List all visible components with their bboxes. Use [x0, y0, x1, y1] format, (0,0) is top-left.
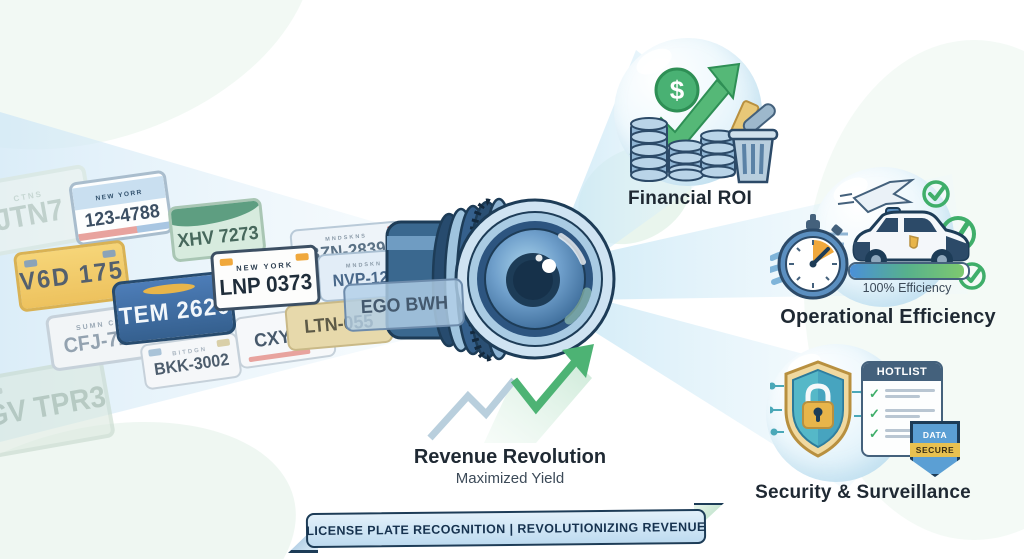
efficiency-progress-fill: [850, 264, 965, 278]
license-plate-ego-bwh: EGO BWH: [342, 277, 466, 333]
efficiency-progress-text: 100% Efficiency: [862, 281, 952, 295]
operational-efficiency-label: Operational Efficiency: [780, 306, 996, 328]
hotlist-title: HOTLIST: [863, 363, 941, 381]
trash-bin-icon: [727, 100, 779, 184]
hotlist-row-lines: [884, 386, 935, 401]
airplane-icon: [837, 178, 916, 214]
plate-tab: [148, 348, 162, 357]
hotlist-row: ✓: [863, 381, 941, 401]
license-plate-lnp-0373: NEW YORK LNP 0373: [210, 244, 321, 312]
hotlist-row: ✓: [863, 401, 941, 421]
security-surveillance-label: Security & Surveillance: [755, 482, 971, 503]
plate-tab: [295, 252, 309, 261]
plate-sticker: [0, 387, 3, 399]
revenue-revolution-title: Revenue Revolution: [413, 446, 607, 468]
hotlist-row-lines: [884, 406, 935, 421]
title-banner: LICENSE PLATE RECOGNITION | REVOLUTIONIZ…: [305, 508, 707, 549]
plate-tab: [216, 338, 231, 348]
maximized-yield-subtitle: Maximized Yield: [455, 470, 565, 487]
financial-roi-icon: $: [629, 62, 779, 184]
check-icon: ✓: [869, 386, 880, 401]
dollar-icon: $: [670, 75, 685, 105]
plate-tab: [219, 258, 234, 267]
financial-roi-label: Financial ROI: [627, 188, 752, 209]
shield-lock-icon: [770, 360, 866, 458]
banner-text: LICENSE PLATE RECOGNITION | REVOLUTIONIZ…: [306, 519, 706, 538]
check-icon: ✓: [869, 406, 880, 421]
plate-gold-arc: [142, 281, 196, 297]
check-icon: ✓: [869, 426, 880, 441]
license-plate-123-4788: NEW YORR 123-4788: [68, 169, 174, 247]
efficiency-progress-bar: [848, 262, 970, 280]
chart-arrow-icon: [427, 344, 594, 443]
